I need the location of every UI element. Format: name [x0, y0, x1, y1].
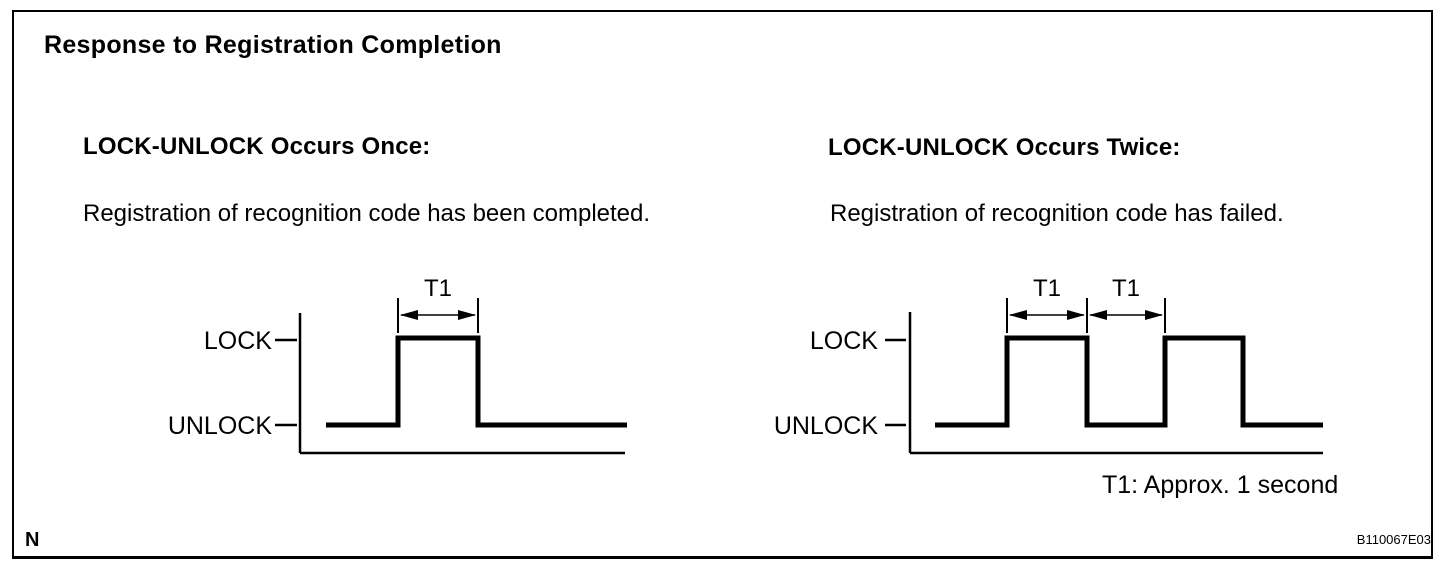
- t1-definition-note: T1: Approx. 1 second: [1102, 471, 1339, 499]
- t1-duration-label: T1: [424, 275, 452, 302]
- section-description-once: Registration of recognition code has bee…: [83, 200, 651, 227]
- figure-code: B110067E03: [1356, 532, 1431, 547]
- section-description-twice: Registration of recognition code has fai…: [830, 200, 1284, 227]
- t1-duration-label-2: T1: [1112, 275, 1140, 302]
- t1-duration-label-1: T1: [1033, 275, 1061, 302]
- section-heading-once: LOCK-UNLOCK Occurs Once:: [83, 133, 431, 160]
- timing-diagram-twice: LOCK UNLOCK T1 T1: [774, 275, 1323, 455]
- timing-diagram-once: LOCK UNLOCK T1: [168, 275, 627, 455]
- arrowhead-left-icon: [1089, 310, 1107, 320]
- arrowhead-right-icon: [1145, 310, 1163, 320]
- lock-level-label: LOCK: [204, 327, 272, 355]
- page-marker: N: [25, 529, 40, 551]
- lock-level-label: LOCK: [810, 327, 878, 355]
- arrowhead-left-icon: [1009, 310, 1027, 320]
- unlock-level-label: UNLOCK: [774, 412, 879, 440]
- waveform-double-pulse: [935, 335, 1323, 428]
- unlock-level-label: UNLOCK: [168, 412, 273, 440]
- section-heading-twice: LOCK-UNLOCK Occurs Twice:: [828, 134, 1181, 161]
- waveform-single-pulse: [326, 335, 627, 428]
- page-title: Response to Registration Completion: [44, 31, 502, 59]
- arrowhead-right-icon: [458, 310, 476, 320]
- arrowhead-right-icon: [1067, 310, 1085, 320]
- arrowhead-left-icon: [400, 310, 418, 320]
- figure-border: [12, 10, 1433, 559]
